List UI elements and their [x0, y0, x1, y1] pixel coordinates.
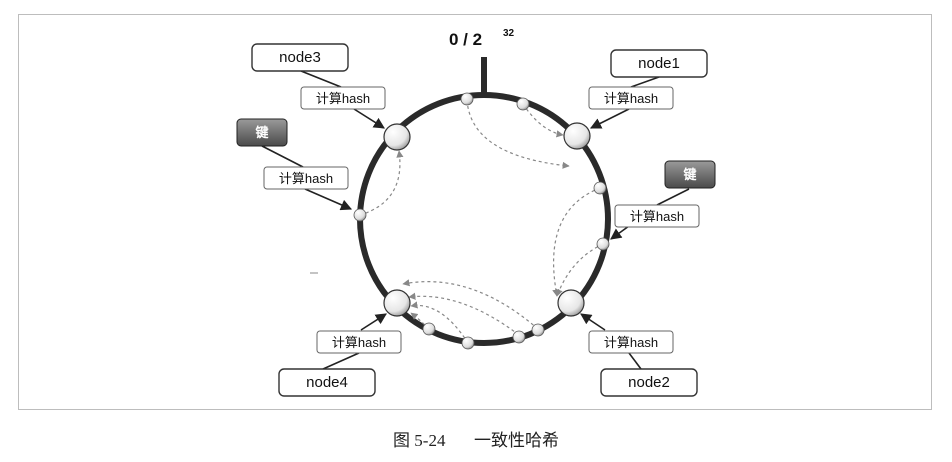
node3-hash-label: 计算hash [316, 91, 370, 106]
node1-point [563, 122, 591, 150]
node4-group: 计算hash node4 [278, 330, 402, 397]
key-point [593, 181, 607, 195]
key-to-node1-arrow [466, 99, 570, 169]
node4-label-box [278, 368, 376, 397]
key-to-node1-arrow [522, 103, 564, 138]
hash-connectors [261, 70, 690, 370]
node-points [383, 122, 591, 317]
diagram-frame: 0 / 2 32 [18, 14, 932, 410]
node3-connector [353, 108, 385, 129]
node1-hash-label: 计算hash [604, 91, 658, 106]
figure-caption: 图 5-24 一致性哈希 [0, 426, 952, 451]
key-point [461, 336, 475, 350]
key-point [531, 323, 545, 337]
key-left-hash-label: 计算hash [279, 171, 333, 186]
figure-title: 一致性哈希 [473, 431, 559, 450]
node2-label: node2 [628, 374, 670, 391]
node1-label: node1 [638, 55, 680, 72]
key-points [353, 92, 610, 350]
node2-hash-box [588, 330, 674, 354]
node2-label-box [600, 368, 698, 397]
node4-label: node4 [306, 374, 348, 391]
node4-hash-box [316, 330, 402, 354]
key-point [353, 208, 367, 222]
key-point [460, 92, 474, 106]
key-point [516, 97, 530, 111]
key-right-hash-box [614, 204, 700, 228]
node3-label-box [251, 43, 349, 72]
node2-stem [628, 352, 642, 370]
node1-stem [630, 76, 660, 88]
node3-point [383, 123, 411, 151]
node2-hash-label: 计算hash [604, 335, 658, 350]
key-left-box [236, 118, 288, 147]
key-left-hash-box [263, 166, 349, 190]
key-right-label: 键 [682, 167, 696, 182]
key-to-node4-arrow [402, 279, 539, 330]
node4-point [383, 289, 411, 317]
node1-hash-box [588, 86, 674, 110]
node4-hash-label: 计算hash [332, 335, 386, 350]
key-right-stem [656, 188, 690, 206]
node1-connector [589, 108, 630, 129]
key-to-node2-arrow [555, 243, 604, 297]
key-point [422, 322, 436, 336]
key-right-connector [610, 225, 630, 240]
node1-label-box [610, 49, 708, 78]
key-left-stem [261, 145, 304, 168]
key-to-node2-arrow [552, 187, 601, 297]
figure-number: 图 5-24 [393, 431, 446, 450]
node3-group: node3 计算hash [251, 43, 386, 110]
node3-stem [300, 70, 342, 88]
origin-exponent-text: 32 [503, 28, 515, 39]
key-left-label: 键 [254, 125, 268, 140]
node4-stem [322, 352, 360, 370]
node3-hash-box [300, 86, 386, 110]
node3-label: node3 [279, 49, 321, 66]
key-point [512, 330, 526, 344]
key-left-group: 键 计算hash [236, 118, 349, 190]
key-point [596, 237, 610, 251]
key-to-node3-arrow [359, 150, 404, 216]
node2-group: 计算hash node2 [588, 330, 698, 397]
key-right-group: 键 计算hash [614, 160, 716, 228]
key-left-connector [304, 188, 353, 211]
ring-origin-label: 0 / 2 32 [449, 28, 515, 49]
key-to-node4-arrow [410, 301, 469, 344]
key-right-hash-label: 计算hash [630, 209, 684, 224]
consistent-hash-diagram: 0 / 2 32 [236, 28, 716, 397]
origin-base-text: 0 / 2 [449, 30, 482, 49]
key-right-box [664, 160, 716, 189]
node4-connector [360, 313, 387, 331]
node2-point [557, 289, 585, 317]
node2-connector [580, 313, 606, 331]
node1-group: node1 计算hash [588, 49, 708, 110]
